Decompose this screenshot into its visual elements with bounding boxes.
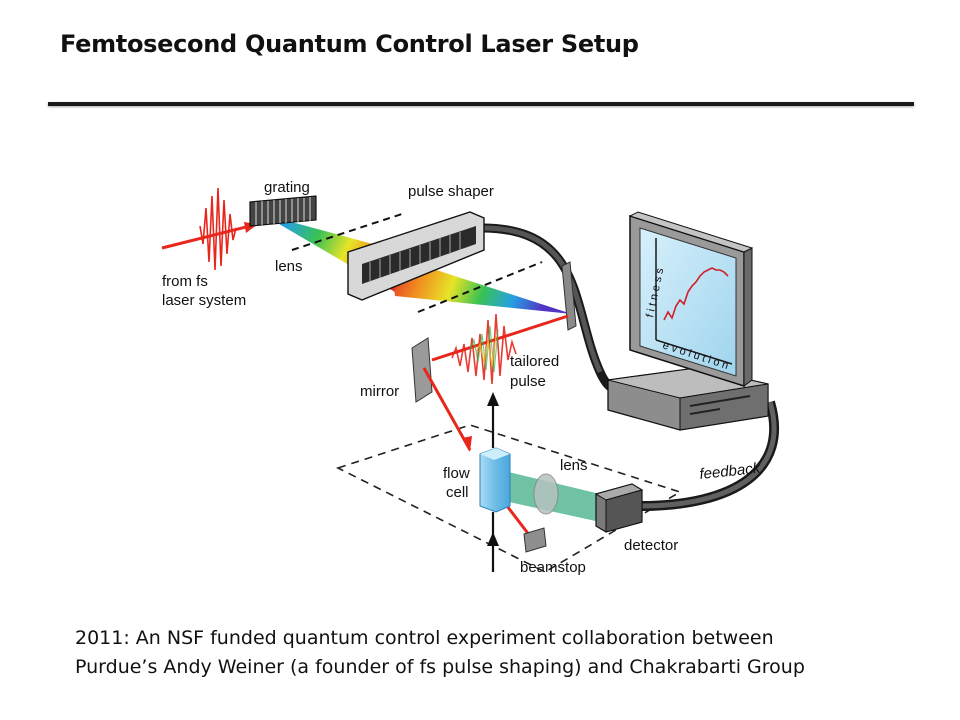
collection-lens xyxy=(533,473,559,515)
shaper-end-mirror xyxy=(561,261,577,331)
sample-beam-arrowhead xyxy=(462,436,472,452)
caption-line-2: Purdue’s Andy Weiner (a founder of fs pu… xyxy=(75,656,805,678)
flow-cell xyxy=(479,447,511,513)
tailored-pulse xyxy=(451,313,517,385)
label-cell: cell xyxy=(446,484,469,501)
label-pulse-shaper: pulse shaper xyxy=(408,183,494,200)
flow-in-arrowhead xyxy=(487,532,499,546)
lens-dashed-line-upper xyxy=(291,212,406,251)
input-pulse xyxy=(199,187,237,271)
caption-line-1: 2011: An NSF funded quantum control expe… xyxy=(75,627,774,649)
optical-table-outline xyxy=(335,424,682,573)
label-laser-system: laser system xyxy=(162,292,246,309)
label-detector: detector xyxy=(624,537,678,554)
label-lens-bottom: lens xyxy=(560,457,588,474)
fitness-curve xyxy=(663,267,729,321)
label-beamstop: beamstop xyxy=(520,559,586,576)
label-tailored: tailored xyxy=(510,353,559,370)
title-divider xyxy=(48,102,914,106)
slide-title: Femtosecond Quantum Control Laser Setup xyxy=(60,30,639,58)
label-flow: flow xyxy=(443,465,470,482)
label-lens-top: lens xyxy=(275,258,303,275)
pulse-shaper xyxy=(347,211,485,301)
grating xyxy=(249,195,317,227)
beamstop xyxy=(523,527,547,553)
label-mirror: mirror xyxy=(360,383,399,400)
flow-out-arrowhead xyxy=(487,392,499,406)
lens-dashed-line-lower xyxy=(417,261,543,313)
detector xyxy=(594,483,644,533)
computer-monitor xyxy=(628,211,754,388)
sample-beam xyxy=(422,367,472,451)
steering-mirror xyxy=(411,337,433,403)
slide-caption: 2011: An NSF funded quantum control expe… xyxy=(75,624,915,682)
label-feedback: feedback xyxy=(699,460,763,483)
label-grating: grating xyxy=(264,179,310,196)
label-pulse: pulse xyxy=(510,373,546,390)
label-from-fs: from fs xyxy=(162,273,208,290)
